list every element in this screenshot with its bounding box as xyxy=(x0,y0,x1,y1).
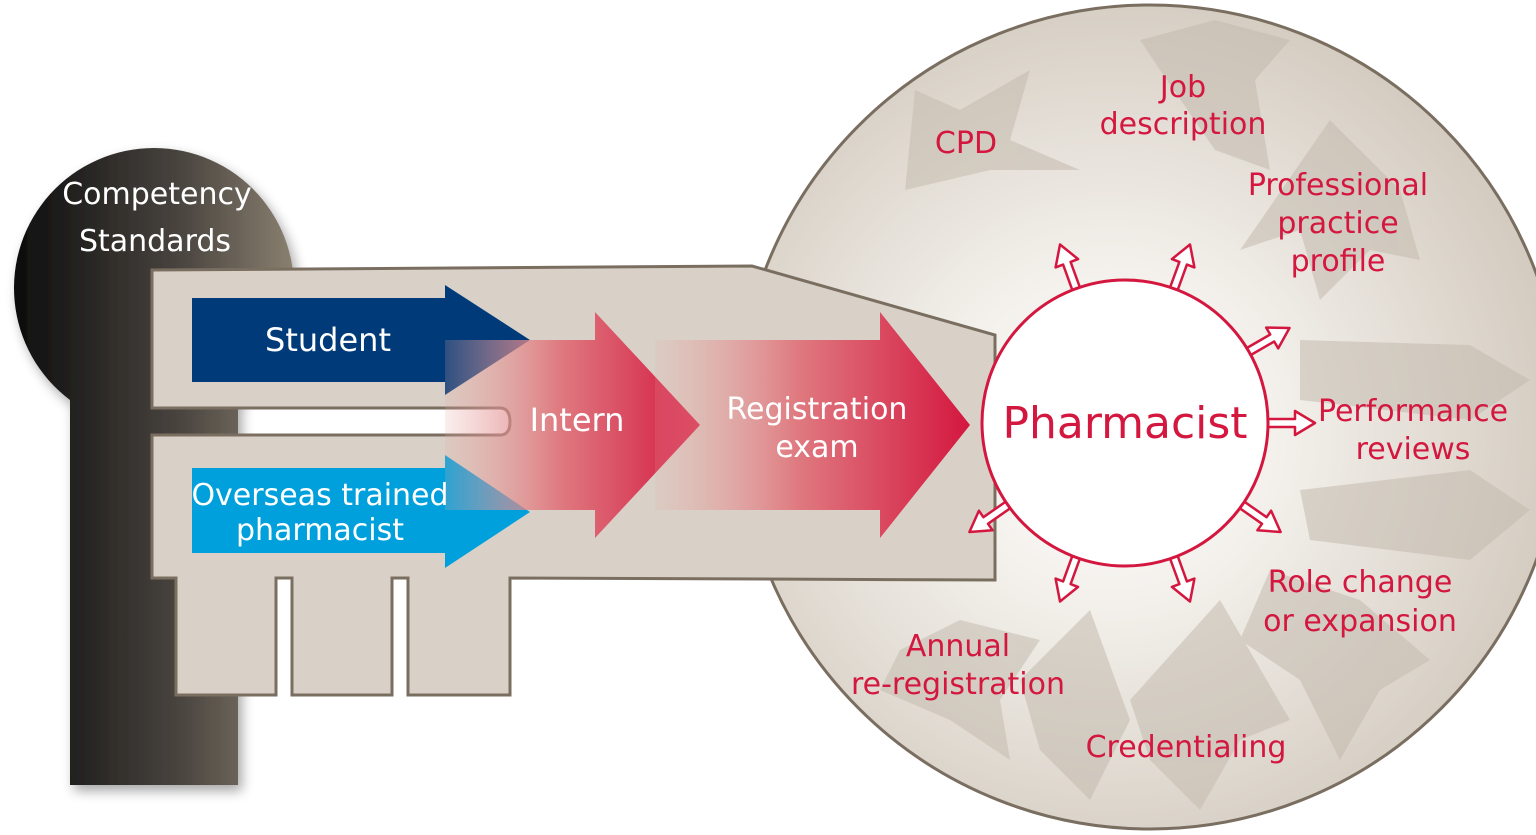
job-description-label-line1: Job xyxy=(1158,70,1206,105)
role-change-label-line2: or expansion xyxy=(1263,604,1457,639)
job-description-label-line2: description xyxy=(1100,107,1267,142)
practice-profile-label-line2: practice xyxy=(1277,206,1398,241)
performance-reviews-label-line1: Performance xyxy=(1318,394,1508,429)
exam-label-line2: exam xyxy=(775,430,858,465)
credentialing-label: Credentialing xyxy=(1086,730,1287,765)
performance-reviews-label-line2: reviews xyxy=(1356,432,1471,467)
student-label: Student xyxy=(265,321,391,359)
pharmacist-label: Pharmacist xyxy=(1002,398,1247,449)
competency-standards-label-line2: Standards xyxy=(79,224,231,259)
intern-arrow xyxy=(445,312,700,538)
overseas-label-line1: Overseas trained xyxy=(191,478,448,513)
pharmacist-hub xyxy=(968,243,1317,603)
overseas-label-line2: pharmacist xyxy=(236,513,404,548)
annual-reregistration-label-line2: re-registration xyxy=(851,667,1065,702)
role-change-label-line1: Role change xyxy=(1268,565,1453,600)
exam-label-line1: Registration xyxy=(727,392,908,427)
registration-exam-arrow xyxy=(655,312,970,538)
pharmacist-circle xyxy=(980,278,1270,568)
swirl-arrows xyxy=(880,20,1530,810)
competency-standards-label-line1: Competency xyxy=(62,177,252,212)
practice-profile-label-line3: profile xyxy=(1291,244,1386,279)
annual-reregistration-label-line1: Annual xyxy=(906,629,1010,664)
practice-profile-label-line1: Professional xyxy=(1248,168,1428,203)
cpd-label: CPD xyxy=(935,126,997,161)
intern-label: Intern xyxy=(530,401,625,439)
